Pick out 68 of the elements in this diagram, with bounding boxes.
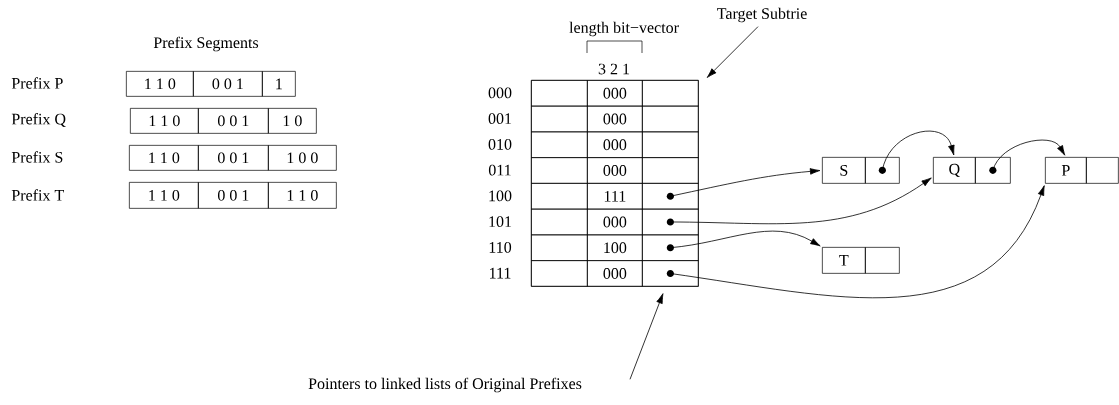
row-label: 111 <box>490 267 511 279</box>
bit-vector-cell: 100 <box>587 234 643 261</box>
row-label: 100 <box>489 190 512 202</box>
prefix-name: Prefix P <box>11 77 63 89</box>
prefix-name: Prefix Q <box>11 113 66 127</box>
table-cell <box>642 157 699 184</box>
leader-line <box>706 26 759 78</box>
row-label: 110 <box>489 242 512 253</box>
list-cell: Q <box>933 157 976 184</box>
table-cell <box>531 183 588 210</box>
pointer-arrow <box>992 139 1066 171</box>
row-label: 000 <box>488 87 512 99</box>
pointer-arrow <box>669 185 1045 299</box>
table-cell <box>642 80 699 107</box>
pointer-arrow <box>881 130 955 171</box>
pointer-cell <box>642 208 699 236</box>
prefix-name: Prefix T <box>11 189 64 201</box>
list-cell: S <box>822 157 866 184</box>
pointer-cell <box>642 260 699 287</box>
row-label: 010 <box>488 139 512 150</box>
segment-cell: 1 0 <box>268 108 317 134</box>
prefix-name: Prefix S <box>11 151 63 163</box>
column-heading: length bit−vector <box>569 21 679 37</box>
table-cell <box>531 105 588 133</box>
bit-vector-cell: 000 <box>587 260 643 287</box>
table-cell <box>642 105 699 133</box>
bit-vector-cell: 000 <box>587 131 643 158</box>
table-cell <box>531 131 588 158</box>
bit-vector-cell: 111 <box>587 183 643 210</box>
bit-vector-cell: 000 <box>587 208 643 236</box>
callout-text: Pointers to linked lists of Original Prefixes <box>308 377 582 393</box>
pointer-arrow <box>669 230 821 249</box>
pointer-cell <box>865 157 900 184</box>
table-cell <box>531 234 588 261</box>
segment-cell: 0 0 1 <box>198 182 269 209</box>
pointer-cell <box>975 157 1011 184</box>
segment-cell: 0 0 1 <box>198 145 269 171</box>
segment-cell: 1 1 0 <box>130 108 199 134</box>
segment-cell: 1 <box>262 71 296 97</box>
row-label: 101 <box>489 216 512 227</box>
bit-position-label: 3 2 1 <box>598 63 630 75</box>
list-cell: P <box>1045 157 1087 184</box>
bit-vector-cell: 000 <box>587 157 643 184</box>
segment-cell: 1 0 0 <box>268 145 337 171</box>
pointer-cell <box>865 247 900 274</box>
pointer-cell <box>642 234 699 261</box>
segment-cell: 1 1 0 <box>129 145 199 171</box>
table-cell <box>531 80 588 107</box>
segment-cell: 0 0 1 <box>198 108 269 134</box>
list-cell: T <box>822 247 866 274</box>
table-cell <box>642 131 699 158</box>
segment-cell: 1 1 0 <box>268 182 337 209</box>
pointer-cell <box>1086 157 1119 184</box>
segment-cell: 0 0 1 <box>193 71 263 97</box>
table-cell <box>531 260 588 287</box>
row-label: 001 <box>488 113 512 124</box>
segment-cell: 1 1 0 <box>126 71 194 97</box>
callout-text: Target Subtrie <box>717 7 807 23</box>
bit-vector-cell: 000 <box>587 105 643 133</box>
table-cell <box>531 157 588 184</box>
leader-line <box>629 293 664 380</box>
row-label: 011 <box>488 164 511 176</box>
pointer-arrow <box>669 168 821 197</box>
table-cell <box>531 208 588 236</box>
heading: Prefix Segments <box>153 36 259 52</box>
bit-vector-cell: 000 <box>587 80 643 107</box>
segment-cell: 1 1 0 <box>129 182 199 209</box>
pointer-cell <box>642 183 699 210</box>
